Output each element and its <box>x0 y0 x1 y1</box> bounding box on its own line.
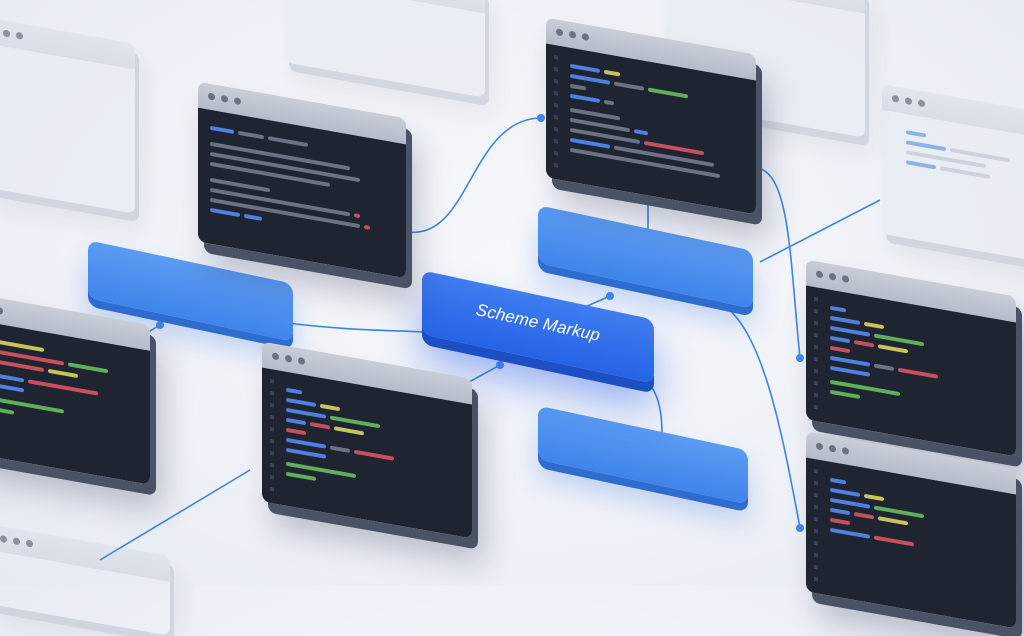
code-window <box>0 291 150 485</box>
